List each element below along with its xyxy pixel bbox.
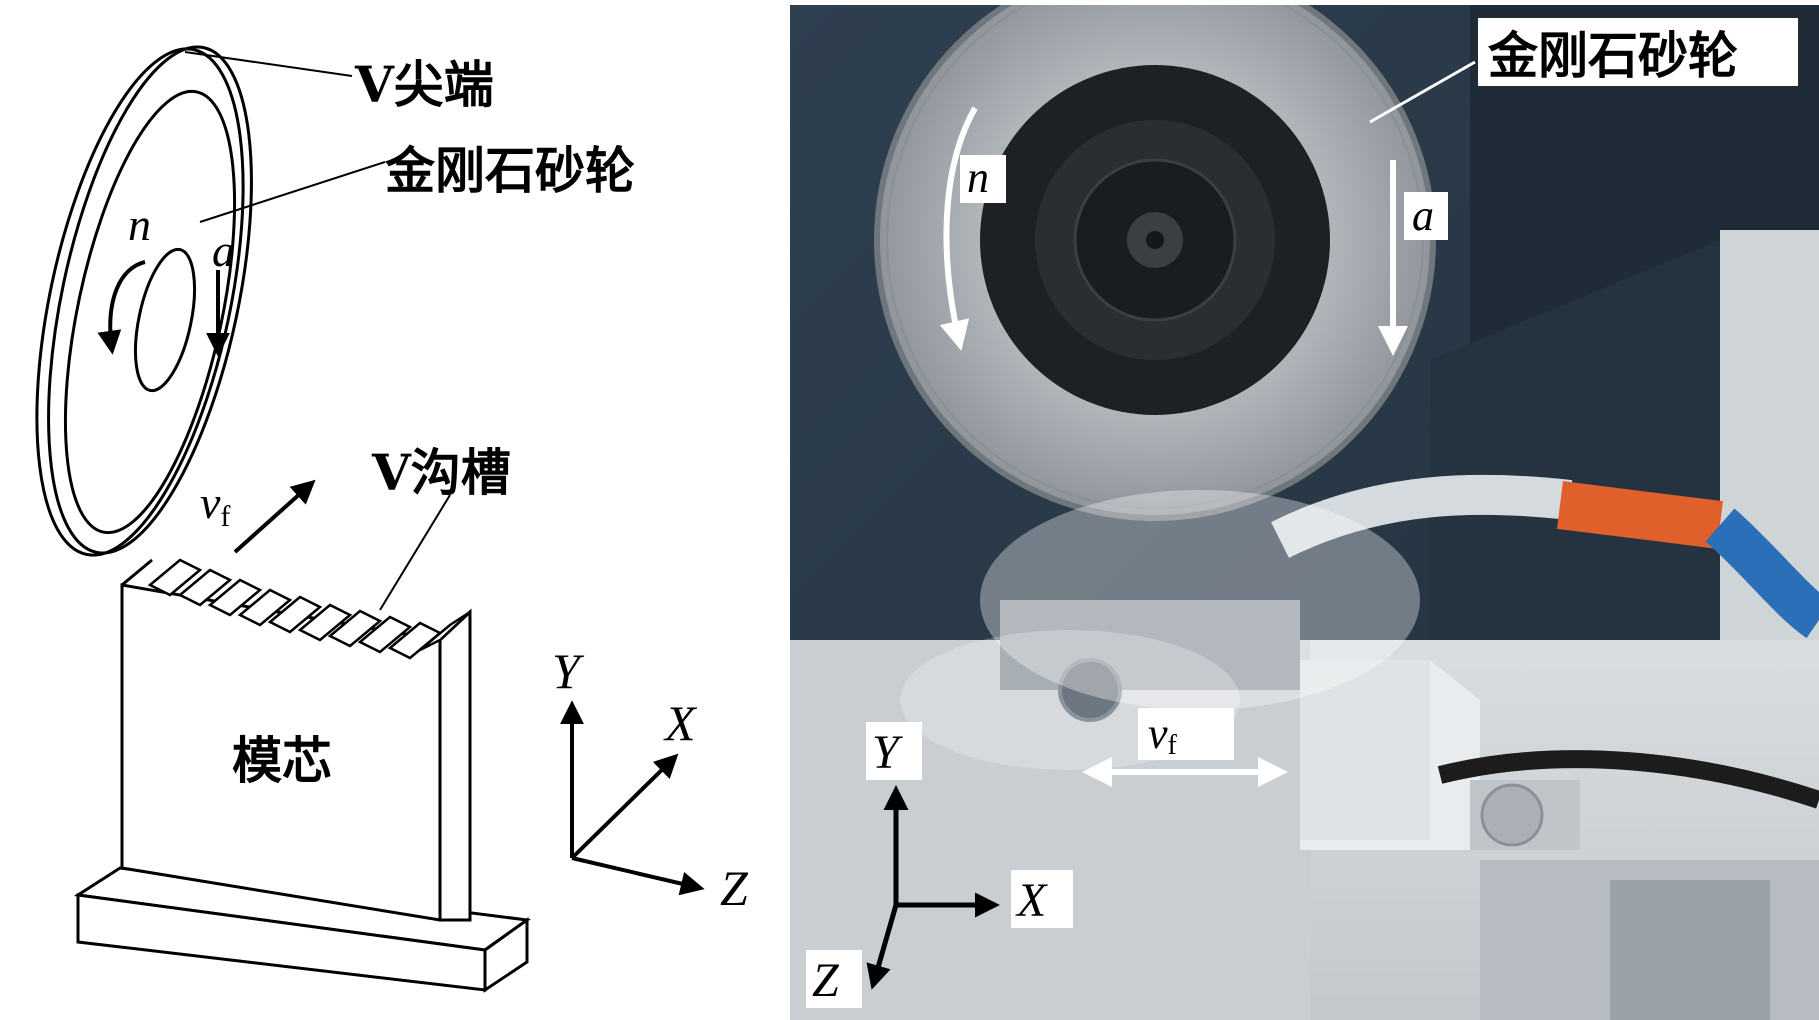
leader-wheel-left (199, 161, 386, 223)
label-mold-core: 模芯 (232, 731, 332, 790)
diamond-wheel-photo (874, 5, 1436, 521)
label-box-n (960, 155, 1006, 203)
symbol-n-left: n (128, 199, 151, 250)
symbol-vf-left: vf (200, 477, 230, 533)
diamond-wheel-drawing (35, 45, 253, 557)
mold-core-drawing (73, 558, 531, 993)
symbol-vf-right: vf (1148, 709, 1178, 761)
velocity-arrow-left (233, 479, 316, 554)
axis-y-label-left: Y (552, 643, 585, 699)
label-diamond-wheel-left: 金刚石砂轮 (385, 141, 635, 200)
axis-z-label-left: Z (720, 860, 749, 916)
axes-left (560, 700, 705, 896)
symbol-n-right: n (967, 153, 989, 202)
label-box-a (1404, 192, 1448, 240)
label-box-vf (1138, 708, 1234, 760)
leader-wheel-right (1369, 60, 1476, 124)
axis-z-label-right: Z (812, 954, 840, 1007)
label-box-z (806, 950, 862, 1008)
schematic-diagram (35, 45, 705, 993)
label-box-wheel-right (1478, 18, 1798, 86)
orange-hose-nozzle (1557, 481, 1723, 549)
label-diamond-wheel-right: 金刚石砂轮 (1488, 26, 1738, 85)
label-box-x (1011, 870, 1073, 928)
label-v-groove: V沟槽 (371, 443, 511, 502)
blue-hose (1705, 508, 1819, 639)
rotation-arrow-left (97, 260, 146, 355)
axes-right (866, 785, 1000, 990)
rotation-arrow-right (939, 106, 978, 351)
symbol-a-right: a (1412, 191, 1434, 240)
machining-photo (790, 5, 1819, 1020)
axis-y-label-right: Y (872, 726, 903, 779)
symbol-a-left: a (212, 225, 235, 276)
label-v-tip: V尖端 (354, 55, 494, 114)
axis-x-label-right: X (1015, 874, 1048, 927)
axis-x-label-left: X (663, 695, 698, 751)
v-groove-teeth (147, 558, 471, 660)
leader-v-tip (184, 51, 353, 77)
leader-groove (379, 494, 451, 611)
label-box-y (866, 722, 922, 780)
